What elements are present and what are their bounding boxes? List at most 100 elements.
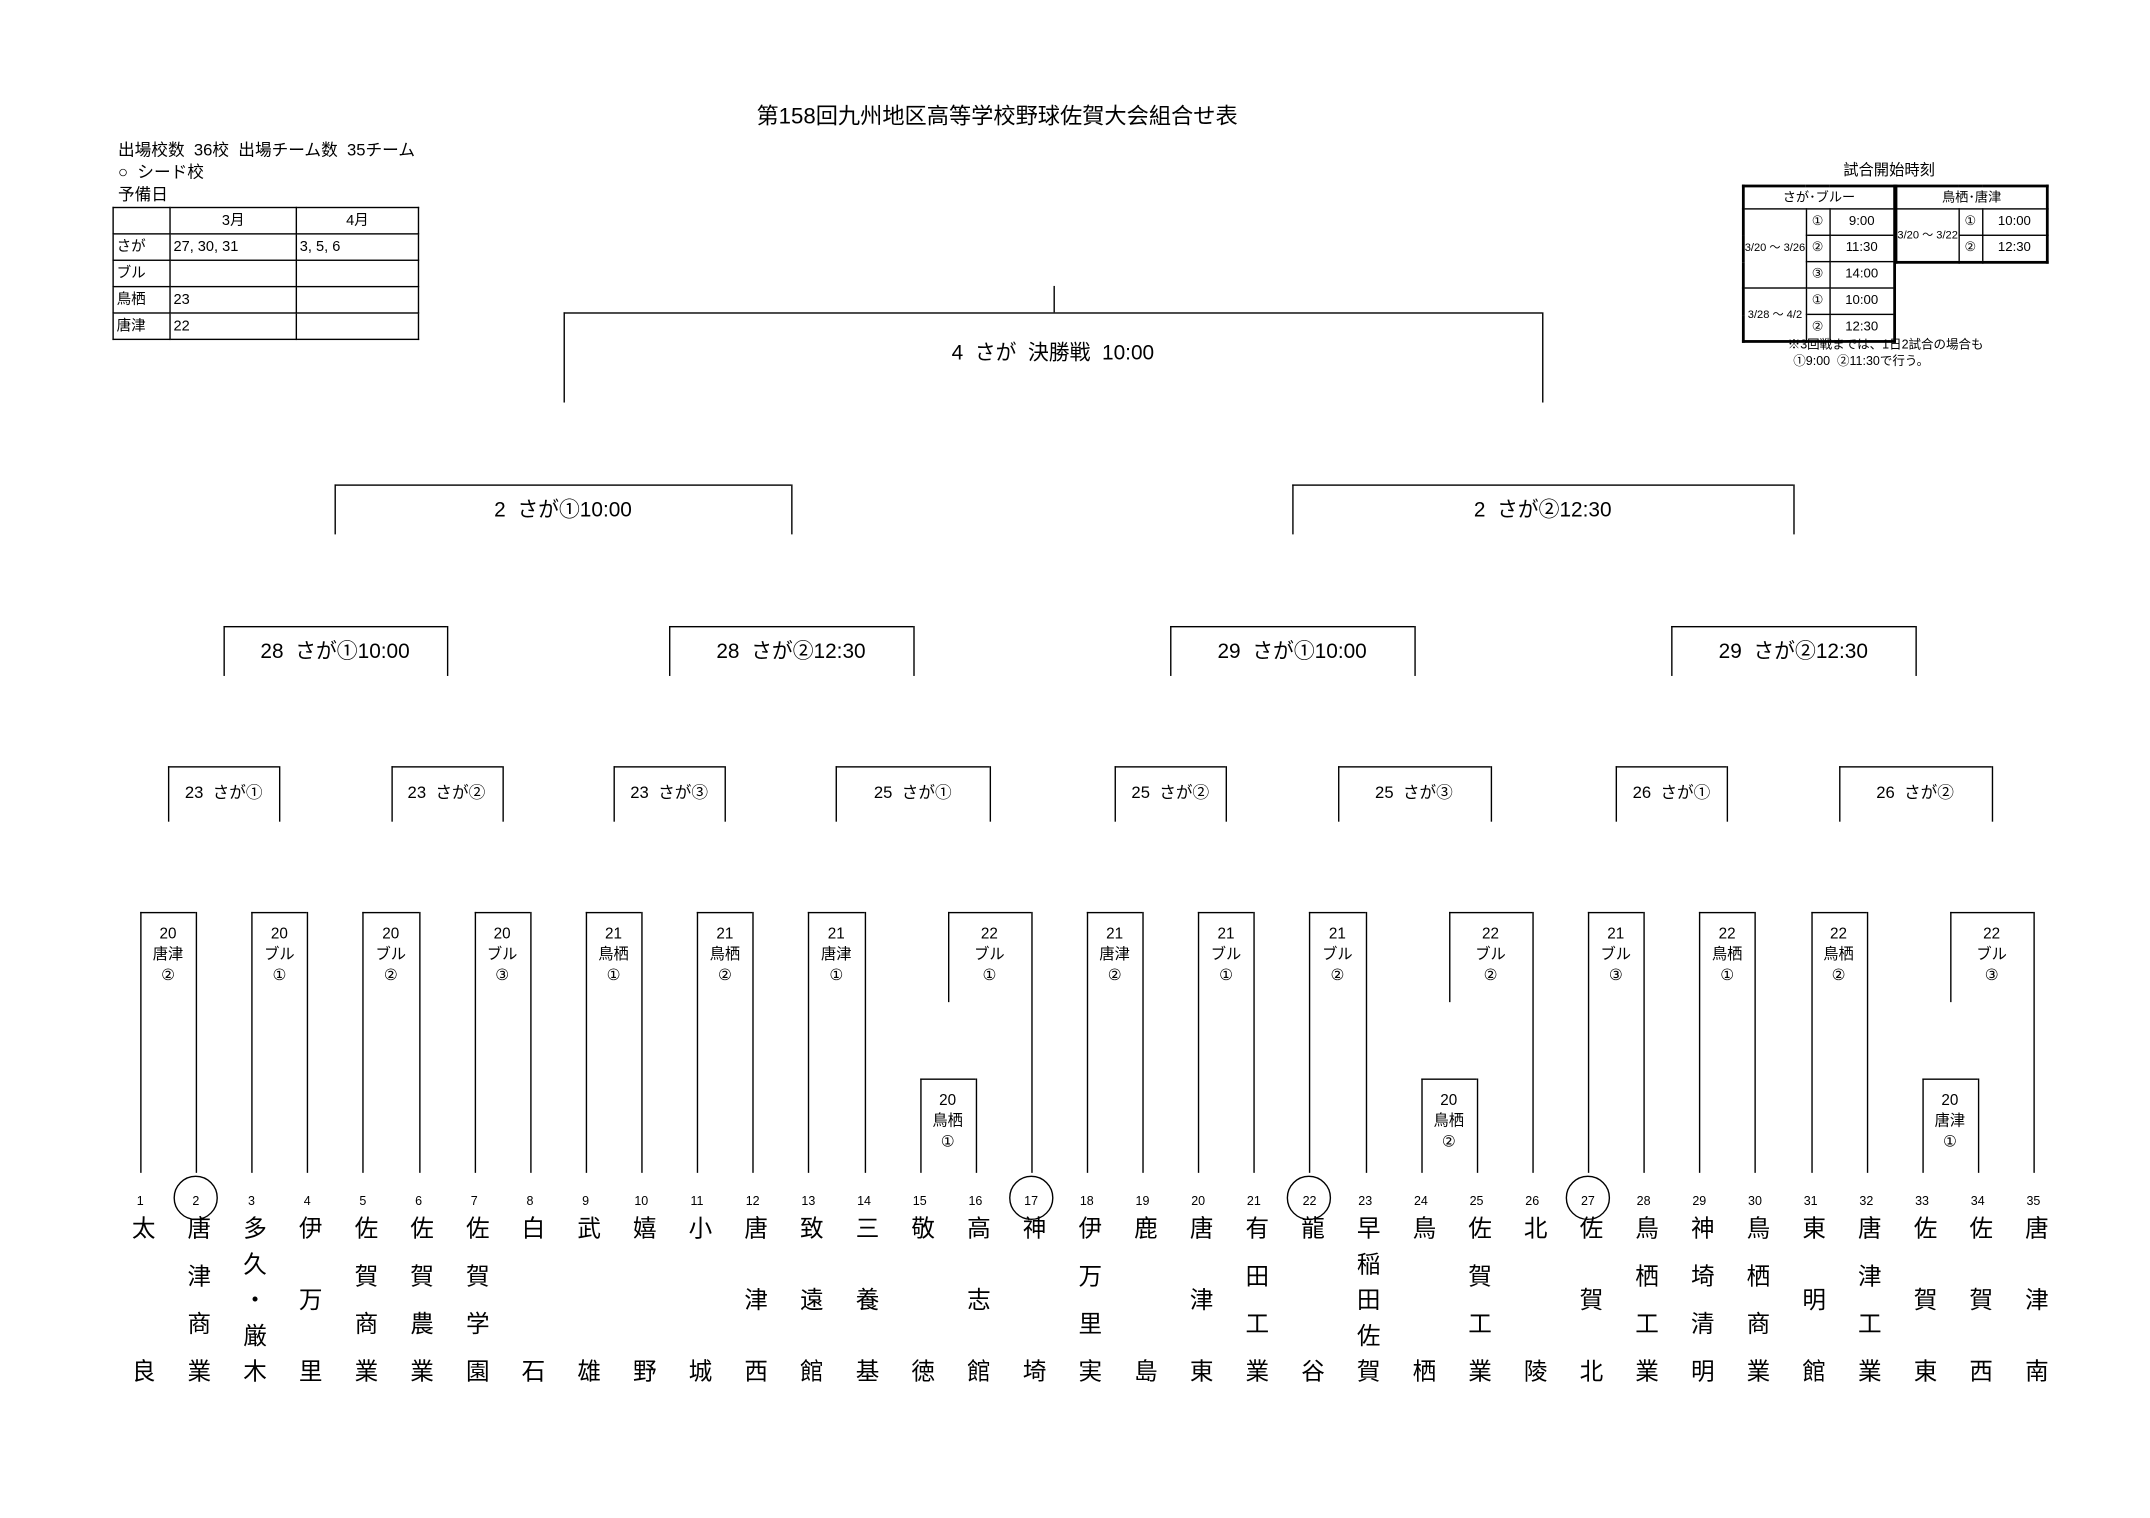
bracket-line [1253,911,1256,1173]
team-name: 唐津西 [740,1215,767,1383]
seed-circle-icon [1008,1175,1054,1221]
team-number: 28 [1636,1193,1651,1208]
timetable-time: 9:00 [1828,208,1896,236]
reserve-march: 23 [169,285,298,314]
reserve-venue: 鳥栖 [112,285,171,314]
bracket-line [362,911,419,914]
bracket-line [1448,911,1451,1003]
seed-circle-icon [173,1175,219,1221]
reserve-header-march: 3月 [169,206,298,235]
game-label-line: 21 [1106,925,1124,943]
game-label-line: 22 [1983,925,2001,943]
team-number: 24 [1413,1193,1428,1208]
bracket-line [1587,911,1590,1173]
bracket-line [362,911,365,1173]
game-label: 2 さが②12:30 [1473,498,1612,522]
reserve-header-blank [112,206,171,235]
reserve-venue: 唐津 [112,312,171,341]
team-name: 多久・厳木 [239,1215,266,1383]
bracket-line [1542,312,1545,403]
team-number: 9 [582,1193,590,1208]
game-label-line: ブル [486,946,518,964]
team-name: 白石 [517,1215,544,1383]
team-number: 25 [1469,1193,1484,1208]
game-label-line: ① [1720,967,1735,985]
game-label-line: ブル [1600,946,1632,964]
team-name: 鳥栖商業 [1742,1215,1769,1383]
bracket-line [563,312,1543,314]
team-number: 16 [968,1193,983,1208]
bracket-line [1949,911,1952,1003]
game-label: 2 さが①10:00 [494,498,632,522]
team-name: 神埼清明 [1686,1215,1714,1383]
bracket-line [1615,766,1618,822]
seed-legend: ○ シード校 [117,162,204,182]
team-name: 佐賀北 [1575,1215,1602,1383]
bracket-line [1915,625,1917,676]
game-label: 28 さが①10:00 [260,639,410,664]
reserve-march [169,259,298,288]
timetable-note: ①9:00 ②11:30で行う。 [1793,353,1930,368]
bracket-line [1476,1078,1478,1173]
game-label-line: ① [272,967,287,985]
bracket-line [1142,911,1144,1173]
bracket-line [1922,1078,1978,1080]
timetable-slot: ② [1805,313,1831,343]
game-label-line: 21 [716,925,734,943]
bracket-line [335,484,337,535]
game-label-line: ① [1219,967,1233,985]
bracket-line [390,766,503,768]
team-number: 34 [1970,1193,1985,1208]
bracket-line [1114,766,1226,768]
team-number: 29 [1692,1193,1707,1208]
game-label-line: 鳥栖 [1823,946,1854,964]
page-title: 第158回九州地区高等学校野球佐賀大会組合せ表 [756,105,1238,130]
game-label: 25 さが① [873,782,952,803]
team-number: 8 [526,1193,534,1208]
team-name: 鳥栖 [1408,1215,1435,1383]
team-number: 3 [248,1193,256,1208]
game-label-line: 22 [1718,925,1736,943]
team-name: 伊万里 [294,1215,322,1383]
bracket-line [1810,911,1813,1173]
timetable-period: 3/20 〜 3/26 [1742,208,1807,289]
team-name: 佐賀工業 [1464,1215,1491,1383]
bracket-line [1866,911,1868,1173]
game-label-line: 20 [1941,1092,1959,1110]
team-number: 33 [1915,1193,1929,1208]
bracket-line [1643,911,1646,1173]
bracket-line [1031,911,1033,1173]
bracket-line [279,766,281,822]
game-label-line: 20 [159,925,177,943]
bracket-line [1991,766,1994,822]
bracket-line [1532,911,1534,1173]
bracket-line [1587,911,1644,914]
bracket-line [1225,766,1228,822]
timetable-slot: ① [1957,208,1983,236]
bracket-line [1754,911,1757,1173]
game-label-line: ブル [1322,946,1353,964]
timetable-period: 3/28 〜 4/2 [1742,287,1807,343]
bracket-line [223,625,447,628]
team-name: 鹿島 [1129,1215,1157,1383]
game-label-line: ② [1107,967,1122,985]
team-name: 早稲田佐賀 [1352,1215,1380,1383]
bracket-line [529,911,532,1173]
bracket-line [1420,1078,1477,1080]
game-label-line: ③ [1984,967,1999,985]
bracket-line [989,766,991,822]
team-name: 佐賀西 [1965,1215,1992,1383]
team-number: 15 [912,1193,927,1208]
game-label-line: ブル [974,946,1005,964]
game-label-line: ② [718,967,732,985]
reserve-day-label: 予備日 [117,184,168,205]
bracket-line [1793,484,1795,535]
bracket-line [1337,766,1339,822]
game-label: 29 さが②12:30 [1718,639,1868,664]
game-label-line: ② [1483,967,1498,985]
